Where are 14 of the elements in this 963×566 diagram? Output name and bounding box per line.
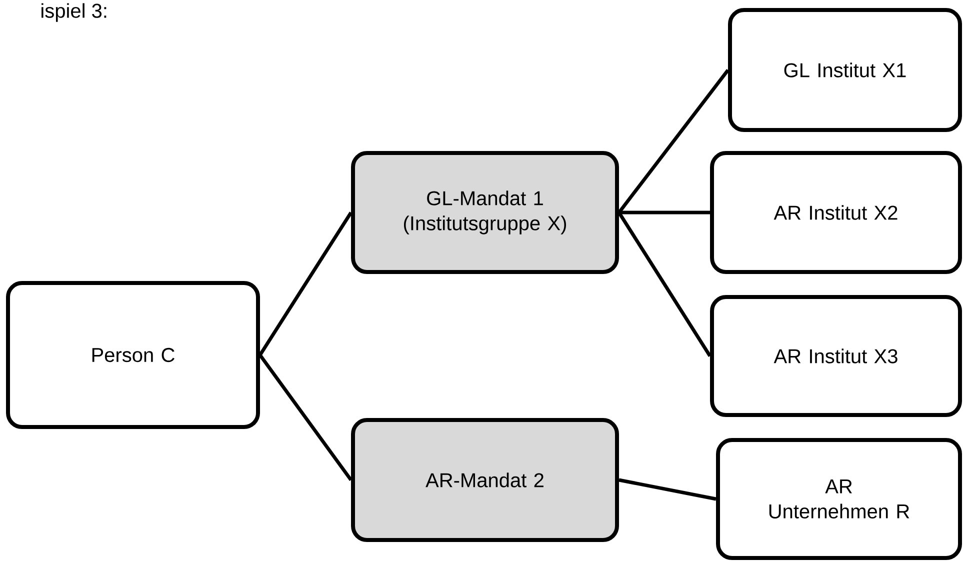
entity-box: GL Institut X1	[728, 8, 962, 132]
entity-box: AR Institut X2	[710, 151, 962, 274]
connector-line	[618, 478, 716, 501]
connector-line	[618, 68, 730, 214]
entity-box: AR Unternehmen R	[716, 438, 962, 560]
connector-line	[258, 354, 352, 482]
entity-box: Person C	[6, 281, 260, 429]
mandate-box: AR-Mandat 2	[351, 418, 619, 542]
mandate-box: GL-Mandat 1 (Institutsgruppe X)	[351, 151, 619, 274]
connector-line	[618, 212, 712, 357]
connector-line	[258, 212, 352, 356]
connector-line	[619, 210, 710, 214]
entity-box: AR Institut X3	[710, 295, 962, 417]
heading-text: ispiel 3:	[42, 3, 106, 22]
